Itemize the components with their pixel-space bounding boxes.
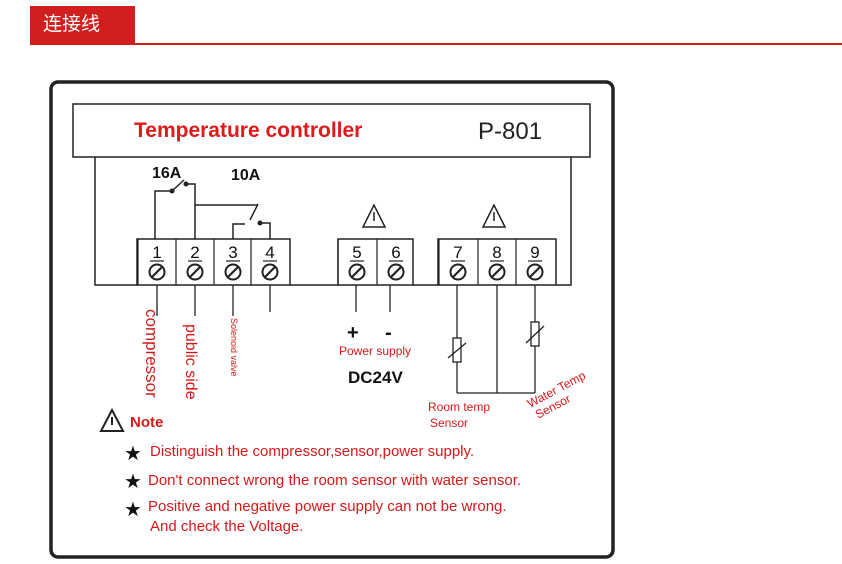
header-title: 连接线 xyxy=(43,13,101,35)
terminal-5: 5 xyxy=(337,239,366,285)
controller-panel xyxy=(72,103,591,158)
star-icon: ★ xyxy=(124,471,142,493)
label-plus: + xyxy=(347,322,359,344)
outer-frame xyxy=(49,80,615,559)
star-icon: ★ xyxy=(124,499,142,521)
terminal-body xyxy=(94,157,572,286)
relay-16a-label: 16A xyxy=(152,165,182,182)
star-icon: ★ xyxy=(124,443,142,465)
terminal-2: 2 xyxy=(175,239,204,285)
terminal-9: 9 xyxy=(515,239,544,285)
header-underline xyxy=(30,43,842,45)
note-item-3-line-2: And check the Voltage. xyxy=(150,518,303,535)
device-title: Temperature controller xyxy=(134,119,362,142)
terminal-3: 3 xyxy=(213,239,242,285)
terminal-blocks: 1 2 3 4 5 6 7 8 9 xyxy=(136,238,557,286)
sensor-circuit xyxy=(447,285,545,394)
label-solenoid-valve: Solenoid valve xyxy=(229,318,239,377)
device-model: P-801 xyxy=(478,118,542,145)
terminal-4: 4 xyxy=(250,239,279,285)
terminal-number: 8 xyxy=(492,243,501,262)
terminal-leads xyxy=(156,285,391,316)
label-public-side: public side xyxy=(182,324,199,400)
terminal-number: 2 xyxy=(190,243,199,262)
header-tab: 连接线 xyxy=(30,6,135,43)
terminal-number: 3 xyxy=(228,243,237,262)
relay-10a-wiring xyxy=(195,203,271,239)
warning-triangle-icon xyxy=(481,203,507,228)
note-item-2: Don't connect wrong the room sensor with… xyxy=(148,472,521,489)
note-item-3: Positive and negative power supply can n… xyxy=(148,498,507,515)
note-heading: Note xyxy=(130,414,163,431)
terminal-1: 1 xyxy=(137,239,166,285)
relay-10a-label: 10A xyxy=(231,167,261,184)
note-item-1: Distinguish the compressor,sensor,power … xyxy=(150,443,474,460)
terminal-7: 7 xyxy=(438,239,467,285)
label-room-temp: Room temp xyxy=(428,400,490,414)
warning-triangle-icon xyxy=(99,407,125,432)
label-compressor: compressor xyxy=(142,309,161,398)
label-power-supply: Power supply xyxy=(339,344,411,358)
warning-triangle-icon xyxy=(361,203,387,228)
terminal-number: 4 xyxy=(265,243,274,262)
terminal-number: 7 xyxy=(453,243,462,262)
terminal-number: 6 xyxy=(391,243,400,262)
label-room-sensor: Sensor xyxy=(430,416,468,430)
terminal-8: 8 xyxy=(477,239,506,285)
terminal-number: 9 xyxy=(530,243,539,262)
terminal-6: 6 xyxy=(376,239,405,285)
terminal-number: 1 xyxy=(152,243,161,262)
label-minus: - xyxy=(385,322,392,344)
label-dc24v: DC24V xyxy=(348,368,403,387)
terminal-number: 5 xyxy=(352,243,361,262)
relay-16a-wiring xyxy=(154,179,196,239)
